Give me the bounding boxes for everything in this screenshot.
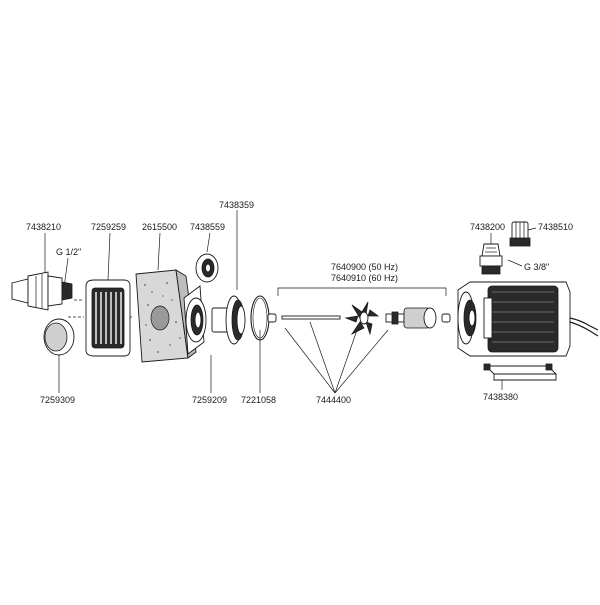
label-7438210: 7438210 — [26, 222, 62, 232]
label-2615500: 2615500 — [142, 222, 178, 232]
label-7640900: 7640900 (50 Hz) — [331, 262, 399, 272]
label-7259209: 7259209 — [192, 395, 228, 405]
cover-disc — [43, 318, 75, 356]
label-7438559: 7438559 — [190, 222, 226, 232]
filter-housing — [85, 279, 131, 357]
impeller-housing — [211, 295, 246, 345]
thread-cap — [509, 221, 531, 247]
motor-body — [457, 281, 599, 357]
top-nozzle — [479, 243, 503, 275]
label-7438380: 7438380 — [483, 392, 519, 402]
label-7438359: 7438359 — [219, 200, 255, 210]
label-7640910: 7640910 (60 Hz) — [331, 273, 399, 283]
front-plate — [183, 285, 207, 355]
base-plate — [483, 363, 558, 381]
label-g-3-8: G 3/8" — [524, 262, 550, 272]
rotor-cap — [195, 253, 219, 283]
label-7444400: 7444400 — [316, 395, 352, 405]
label-7221058: 7221058 — [241, 395, 277, 405]
label-g-half: G 1/2" — [56, 247, 82, 257]
label-7259309: 7259309 — [40, 395, 76, 405]
outlet-nozzle — [11, 271, 73, 311]
label-7259259: 7259259 — [91, 222, 127, 232]
label-7438510: 7438510 — [538, 222, 574, 232]
rotor-assembly — [267, 301, 451, 336]
label-7438200: 7438200 — [470, 222, 506, 232]
